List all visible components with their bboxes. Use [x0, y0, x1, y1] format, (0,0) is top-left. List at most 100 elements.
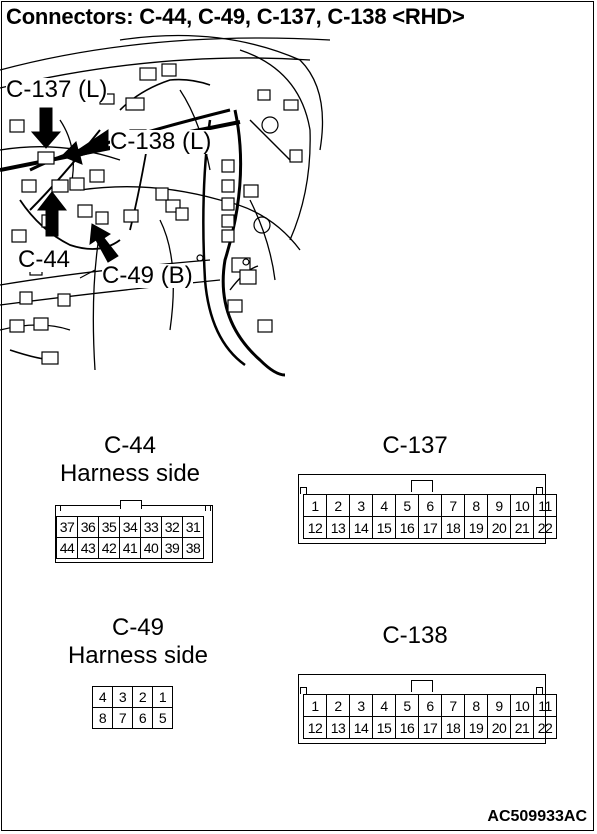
c137-name: C-137	[382, 432, 448, 459]
c138-pin: 5	[395, 694, 419, 717]
c138-pin: 6	[418, 694, 442, 717]
c137-latch-left	[300, 487, 307, 494]
c44-pin: 40	[140, 537, 162, 559]
c44-pin: 42	[98, 537, 120, 559]
c138-name: C-138	[382, 622, 448, 649]
c49-pin: 4	[92, 686, 113, 708]
c138-pin: 3	[349, 694, 373, 717]
c138-pin: 2	[326, 694, 350, 717]
callout-c138: C-138 (L)	[110, 128, 212, 155]
callout-c49: C-49 (B)	[102, 262, 193, 289]
c44-name: C-44	[103, 432, 157, 459]
c138-pin: 16	[395, 716, 419, 739]
c44-latch-left	[55, 505, 61, 511]
c49-pin: 8	[92, 707, 113, 729]
c137-pin: 18	[441, 516, 465, 539]
c137-pin: 2	[326, 494, 350, 517]
c44-pin: 37	[56, 516, 78, 538]
c44-pin: 44	[56, 537, 78, 559]
callout-c44: C-44	[18, 246, 71, 273]
c138-pin: 13	[326, 716, 350, 739]
c49-pin: 6	[132, 707, 153, 729]
c138-pin: 20	[487, 716, 511, 739]
c44-pin: 34	[119, 516, 141, 538]
c49-name: C-49	[111, 614, 165, 641]
c44-pin: 38	[182, 537, 204, 559]
c138-pin: 18	[441, 716, 465, 739]
c49-pin: 3	[112, 686, 133, 708]
c44-caption: C-44 Harness side	[30, 432, 230, 487]
c137-pin: 7	[441, 494, 465, 517]
c137-pin: 14	[349, 516, 373, 539]
c49-pin: 5	[152, 707, 173, 729]
c138-pin: 19	[464, 716, 488, 739]
c138-pin: 14	[349, 716, 373, 739]
c138-pin: 9	[487, 694, 511, 717]
c44-pin: 31	[182, 516, 204, 538]
c137-pin: 12	[303, 516, 327, 539]
c138-pin: 15	[372, 716, 396, 739]
c138-pin: 1	[303, 694, 327, 717]
c137-pin: 8	[464, 494, 488, 517]
c137-pin: 5	[395, 494, 419, 517]
c44-pin: 43	[77, 537, 99, 559]
c138-notch	[411, 680, 433, 692]
c44-pin: 36	[77, 516, 99, 538]
c137-pin: 22	[533, 516, 557, 539]
c138-pin: 4	[372, 694, 396, 717]
c137-pin: 19	[464, 516, 488, 539]
callout-c137: C-137 (L)	[6, 76, 108, 103]
c138-pin: 10	[510, 694, 534, 717]
c138-pin: 7	[441, 694, 465, 717]
c137-pin: 11	[533, 494, 557, 517]
c44-latch-right	[205, 505, 211, 511]
c138-pin: 11	[533, 694, 557, 717]
c49-pin: 2	[132, 686, 153, 708]
c44-pin: 33	[140, 516, 162, 538]
c44-pin: 32	[161, 516, 183, 538]
c137-pin: 15	[372, 516, 396, 539]
figure-code: AC509933AC	[487, 808, 587, 825]
c138-latch-right	[536, 687, 543, 694]
c137-latch-right	[536, 487, 543, 494]
figure-title: Connectors: C-44, C-49, C-137, C-138 <RH…	[6, 4, 465, 29]
c49-pin: 1	[152, 686, 173, 708]
harness-illustration	[0, 34, 331, 377]
c49-pin: 7	[112, 707, 133, 729]
c137-pin: 13	[326, 516, 350, 539]
c44-pin: 35	[98, 516, 120, 538]
c138-pin: 8	[464, 694, 488, 717]
c138-latch-left	[300, 687, 307, 694]
c137-notch	[411, 480, 433, 492]
c137-pin: 20	[487, 516, 511, 539]
c138-pin: 22	[533, 716, 557, 739]
c49-caption: C-49 Harness side	[38, 614, 238, 669]
c138-pin: 17	[418, 716, 442, 739]
c49-side: Harness side	[67, 641, 209, 669]
c138-pin: 21	[510, 716, 534, 739]
c44-notch	[120, 500, 142, 509]
c137-pin: 6	[418, 494, 442, 517]
c137-pin: 17	[418, 516, 442, 539]
c137-pin: 9	[487, 494, 511, 517]
c138-pin: 12	[303, 716, 327, 739]
c44-side: Harness side	[59, 459, 201, 487]
c137-pin: 16	[395, 516, 419, 539]
c137-pin: 1	[303, 494, 327, 517]
c137-pin: 10	[510, 494, 534, 517]
c137-pin: 4	[372, 494, 396, 517]
c44-pin: 39	[161, 537, 183, 559]
